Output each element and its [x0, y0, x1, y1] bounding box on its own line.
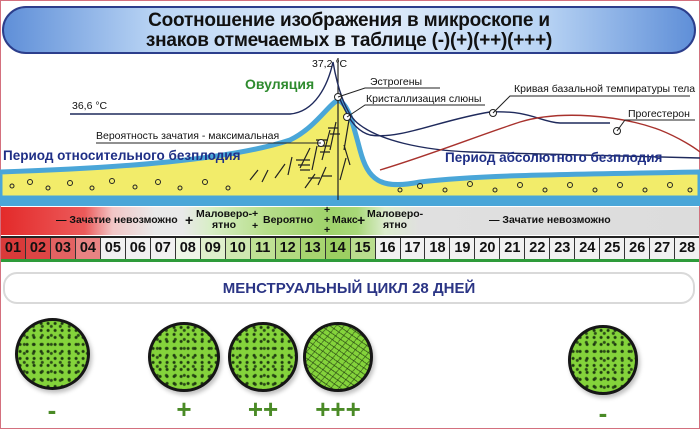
- day-cell: 13: [300, 238, 326, 259]
- progesterone-curve: [379, 114, 700, 171]
- sample-sign: +++: [315, 394, 361, 424]
- day-cell: 12: [275, 238, 301, 259]
- sample-sign: -: [598, 398, 608, 428]
- absolute-infertility-label: Период абсолютного безплодия: [445, 150, 663, 165]
- amorphous-crystal-pattern: [9, 178, 693, 193]
- progesterone-label: Прогестерон: [628, 108, 690, 120]
- day-cell: 27: [650, 238, 676, 259]
- sample-sign: ++: [247, 394, 279, 424]
- day-cell: 22: [525, 238, 551, 259]
- day-cell: 10: [225, 238, 251, 259]
- day-cell: 05: [100, 238, 126, 259]
- saliva-base-strip: [0, 196, 700, 206]
- basal-temperature-curve: [337, 94, 610, 137]
- relative-infertility-label: Период относительного безплодия: [3, 148, 241, 163]
- day-scale: 01 02 03 04 05 06 07 08 09 10 11 12 13 1…: [1, 236, 700, 262]
- day-cell: 17: [400, 238, 426, 259]
- plus-sign: +: [185, 212, 194, 228]
- plus-sign: +: [252, 208, 259, 220]
- day-cell: 01: [1, 238, 26, 259]
- day-cell: 02: [25, 238, 51, 259]
- plus-sign: +: [252, 220, 259, 232]
- microscope-sample-plus: [148, 322, 220, 392]
- saliva-crystallization-label: Кристаллизация слюны: [366, 93, 482, 105]
- sample-sign: -: [47, 395, 57, 425]
- day-cell: 21: [500, 238, 526, 259]
- title-line-2: знаков отмечаемых в таблице (-)(+)(++)(+…: [145, 30, 553, 51]
- impossible-right-label: — Зачатие невозможно: [489, 214, 611, 226]
- ovulation-label: Овуляция: [245, 76, 315, 92]
- day-cell: 28: [675, 238, 700, 259]
- unlikely-right-label: Маловеро-ятно: [367, 208, 424, 231]
- day-cell: 09: [200, 238, 226, 259]
- max-label: Макс: [332, 214, 358, 226]
- microscope-sample-triple-plus: [303, 322, 373, 392]
- day-cell: 04: [75, 238, 101, 259]
- day-cell: 14: [325, 238, 351, 259]
- day-cell: 23: [550, 238, 576, 259]
- temp-low-label: 36,6 °C: [72, 100, 108, 112]
- estrogens-label: Эстрогены: [370, 76, 423, 88]
- plus-sign: +: [324, 224, 331, 236]
- title-line-1: Соотношение изображения в микроскопе и: [148, 10, 550, 31]
- day-cell: 25: [600, 238, 626, 259]
- day-cell: 19: [450, 238, 476, 259]
- cycle-length-banner: МЕНСТРУАЛЬНЫЙ ЦИКЛ 28 ДНЕЙ: [3, 272, 695, 304]
- plus-sign: +: [324, 214, 331, 226]
- title-banner: Соотношение изображения в микроскопе и з…: [2, 6, 696, 54]
- cycle-length-label: МЕНСТРУАЛЬНЫЙ ЦИКЛ 28 ДНЕЙ: [222, 280, 476, 297]
- saliva-crystallization-area: [0, 97, 700, 201]
- microscope-sample-double-plus: [228, 322, 298, 392]
- day-cell: 16: [375, 238, 401, 259]
- day-cell: 24: [575, 238, 601, 259]
- fern-crystal-pattern: [249, 119, 351, 189]
- max-probability-label: Вероятность зачатия - максимальная: [96, 130, 280, 142]
- conception-probability-band: — Зачатие невозможно + Маловеро-ятно + +…: [1, 204, 699, 236]
- day-cell: 20: [475, 238, 501, 259]
- day-cell: 18: [425, 238, 451, 259]
- basal-temperature-label: Кривая базальной темпиратуры тела: [514, 83, 696, 95]
- day-cell: 11: [250, 238, 276, 259]
- unlikely-left-label: Маловеро-ятно: [196, 208, 253, 231]
- leader-lines: [96, 87, 695, 144]
- day-cell: 07: [150, 238, 176, 259]
- day-cell: 08: [175, 238, 201, 259]
- cycle-diagram: [0, 58, 700, 206]
- microscope-sample-negative-late: [568, 325, 638, 395]
- likely-label: Вероятно: [263, 214, 314, 226]
- plus-sign: +: [324, 204, 331, 216]
- plus-sign: +: [357, 212, 366, 228]
- temp-high-label: 37,2 °C: [312, 58, 348, 70]
- sample-sign: +: [176, 394, 192, 424]
- impossible-left-label: — Зачатие невозможно: [56, 214, 178, 226]
- microscope-sample-negative: [15, 318, 90, 390]
- day-cell: 03: [50, 238, 76, 259]
- day-cell: 26: [625, 238, 651, 259]
- day-cell: 06: [125, 238, 151, 259]
- day-cell: 15: [350, 238, 376, 259]
